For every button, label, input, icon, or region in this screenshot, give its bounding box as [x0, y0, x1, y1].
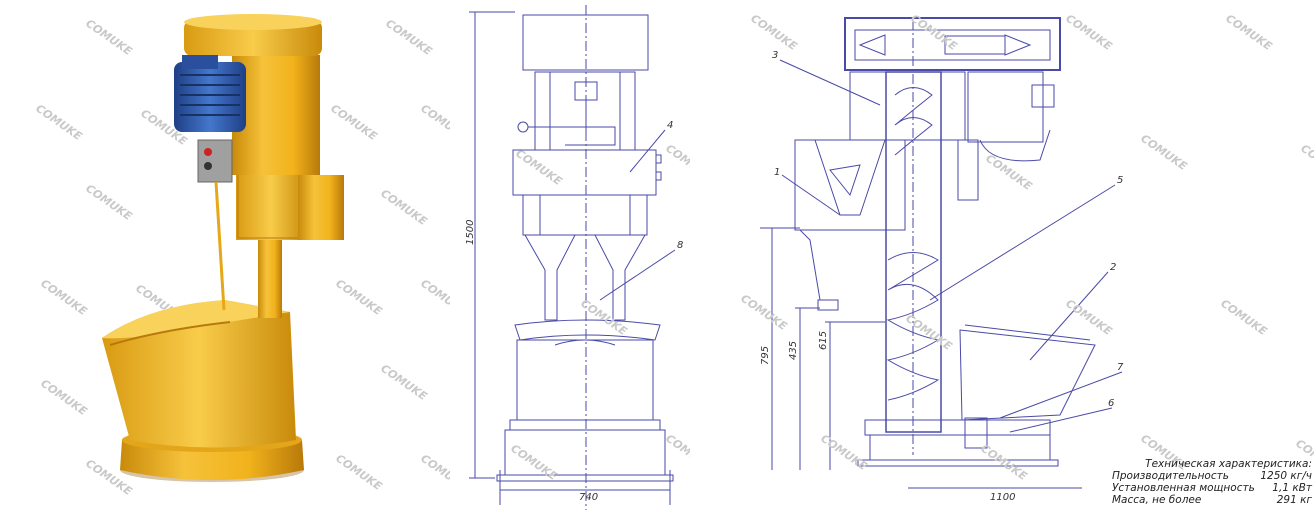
watermark-text: COMUKE	[83, 182, 135, 224]
machine-photo: COMUKE COMUKE COMUKE COMUKE COMUKE COMUK…	[33, 14, 450, 498]
watermark-text: COMUKE	[983, 152, 1035, 194]
watermark-text: COMUKE	[418, 277, 450, 319]
watermark-text: COMUKE	[748, 12, 800, 54]
watermark-text: COMUKE	[33, 102, 85, 144]
watermark-text: COMUKE	[38, 377, 90, 419]
specs-title: Техническая характеристика:	[1145, 458, 1312, 470]
specs-label: Производительность	[1112, 470, 1229, 482]
watermark-text: COMUKE	[508, 442, 560, 484]
watermark-text: COMUKE	[738, 292, 790, 334]
part-label-3: 3	[772, 50, 778, 61]
watermark-text: COMUKE	[83, 17, 135, 59]
section-watermarks: COMUKE COMUKE COMUKE COMUKE COMUKE COMUK…	[738, 12, 1314, 484]
specs-block: Техническая характеристика: Производител…	[1112, 458, 1312, 506]
part-label-6: 6	[1108, 398, 1114, 409]
watermark-text: COMUKE	[378, 187, 430, 229]
watermark-text: COMUKE	[333, 452, 385, 494]
watermark-text: COMUKE	[418, 102, 450, 144]
part-label-5: 5	[1117, 175, 1123, 186]
specs-row: Установленная мощность 1,1 кВт	[1112, 482, 1312, 494]
specs-label: Установленная мощность	[1112, 482, 1255, 494]
section-view-drawing: 3 1 5 2 7 6 1100 795 435 615 COMUKE COMU…	[738, 12, 1314, 503]
front-watermarks: COMUKE COMUKE COMUKE COMUKE COMUKE	[508, 142, 690, 484]
watermark-text: COMUKE	[1298, 142, 1314, 184]
specs-value: 291 кг	[1276, 494, 1312, 506]
dim-height-2: 435	[788, 341, 799, 360]
specs-value: 1250 кг/ч	[1260, 470, 1312, 482]
watermark-text: COMUKE	[1138, 132, 1190, 174]
watermark-text: COMUKE	[333, 277, 385, 319]
watermark-text: COMUKE	[903, 312, 955, 354]
watermark-text: COMUKE	[1218, 297, 1270, 339]
watermark-text: COMUKE	[663, 142, 690, 184]
watermark-text: COMUKE	[978, 442, 1030, 484]
part-label-7: 7	[1117, 362, 1124, 373]
watermark-text: COMUKE	[663, 432, 690, 474]
dim-width: 740	[579, 492, 598, 503]
watermark-text: COMUKE	[378, 362, 430, 404]
specs-label: Масса, не более	[1112, 494, 1202, 506]
front-view-drawing: 4 8 740 1500 COMUKE COMUKE COMUKE COMUKE…	[465, 5, 690, 510]
specs-row: Масса, не более 291 кг	[1112, 494, 1312, 506]
watermark-text: COMUKE	[513, 147, 565, 189]
dim-height-1: 795	[760, 346, 771, 365]
watermark-text: COMUKE	[328, 102, 380, 144]
watermark-text: COMUKE	[418, 452, 450, 494]
part-label-2: 2	[1110, 262, 1116, 273]
watermark-text: COMUKE	[1063, 12, 1115, 54]
watermark-text: COMUKE	[383, 17, 435, 59]
specs-row: Производительность 1250 кг/ч	[1112, 470, 1312, 482]
dim-height-3: 615	[818, 331, 829, 350]
dim-width: 1100	[990, 492, 1015, 503]
specs-value: 1,1 кВт	[1272, 482, 1312, 494]
part-label-1: 1	[774, 167, 780, 178]
dim-height: 1500	[465, 220, 476, 245]
part-label-4: 4	[667, 120, 673, 131]
part-label-8: 8	[677, 240, 683, 251]
watermark-text: COMUKE	[1223, 12, 1275, 54]
watermark-text: COMUKE	[818, 432, 870, 474]
watermark-text: COMUKE	[1063, 297, 1115, 339]
watermark-text: COMUKE	[38, 277, 90, 319]
